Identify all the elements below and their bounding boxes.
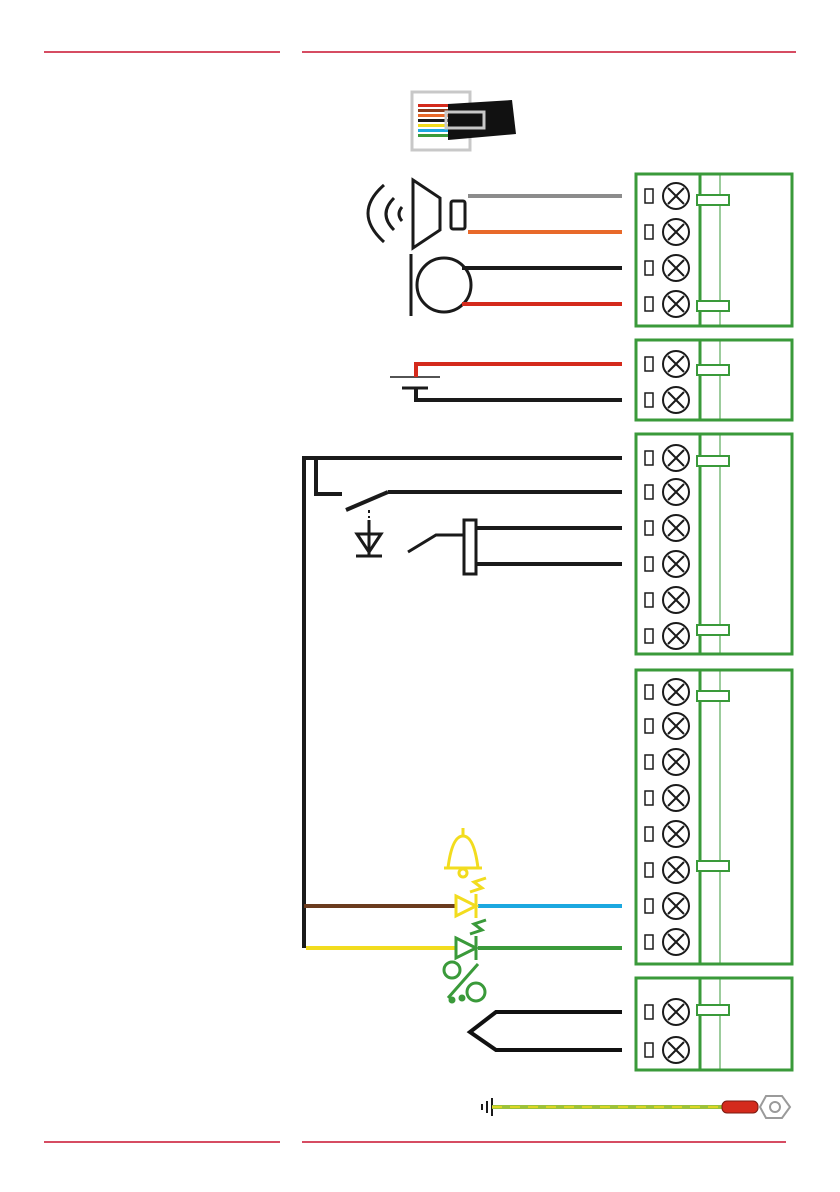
terminal-tab	[697, 861, 729, 871]
diode-icon	[356, 520, 382, 556]
terminal-tab	[697, 301, 729, 311]
relay-contact-icon	[316, 458, 622, 518]
green-led-icon	[456, 920, 486, 960]
unlock-indicator-icon	[444, 962, 485, 1002]
io-terminal-block	[636, 670, 792, 964]
terminal-tab	[697, 1005, 729, 1015]
audio-terminal-block	[636, 174, 792, 326]
microphone-icon	[411, 254, 471, 316]
ring-terminal-icon	[722, 1096, 790, 1118]
power-supply-icon	[390, 364, 622, 400]
audio-wires	[462, 196, 622, 304]
rj-connector-icon	[412, 92, 516, 150]
earth-ground-icon	[482, 1098, 726, 1116]
cable-terminal-block	[636, 978, 792, 1070]
yellow-led-icon	[456, 878, 486, 918]
terminal-tab	[697, 456, 729, 466]
terminal-tab	[697, 691, 729, 701]
cable-shield-icon	[470, 1012, 622, 1050]
terminal-blocks	[636, 174, 792, 1070]
terminal-tab	[697, 365, 729, 375]
relay-terminal-block	[636, 434, 792, 654]
speaker-icon	[368, 180, 465, 248]
terminal-tab	[697, 625, 729, 635]
power-terminal-block	[636, 340, 792, 420]
bell-icon	[444, 828, 482, 877]
terminal-tab	[697, 195, 729, 205]
door-lock-icon	[408, 520, 622, 574]
